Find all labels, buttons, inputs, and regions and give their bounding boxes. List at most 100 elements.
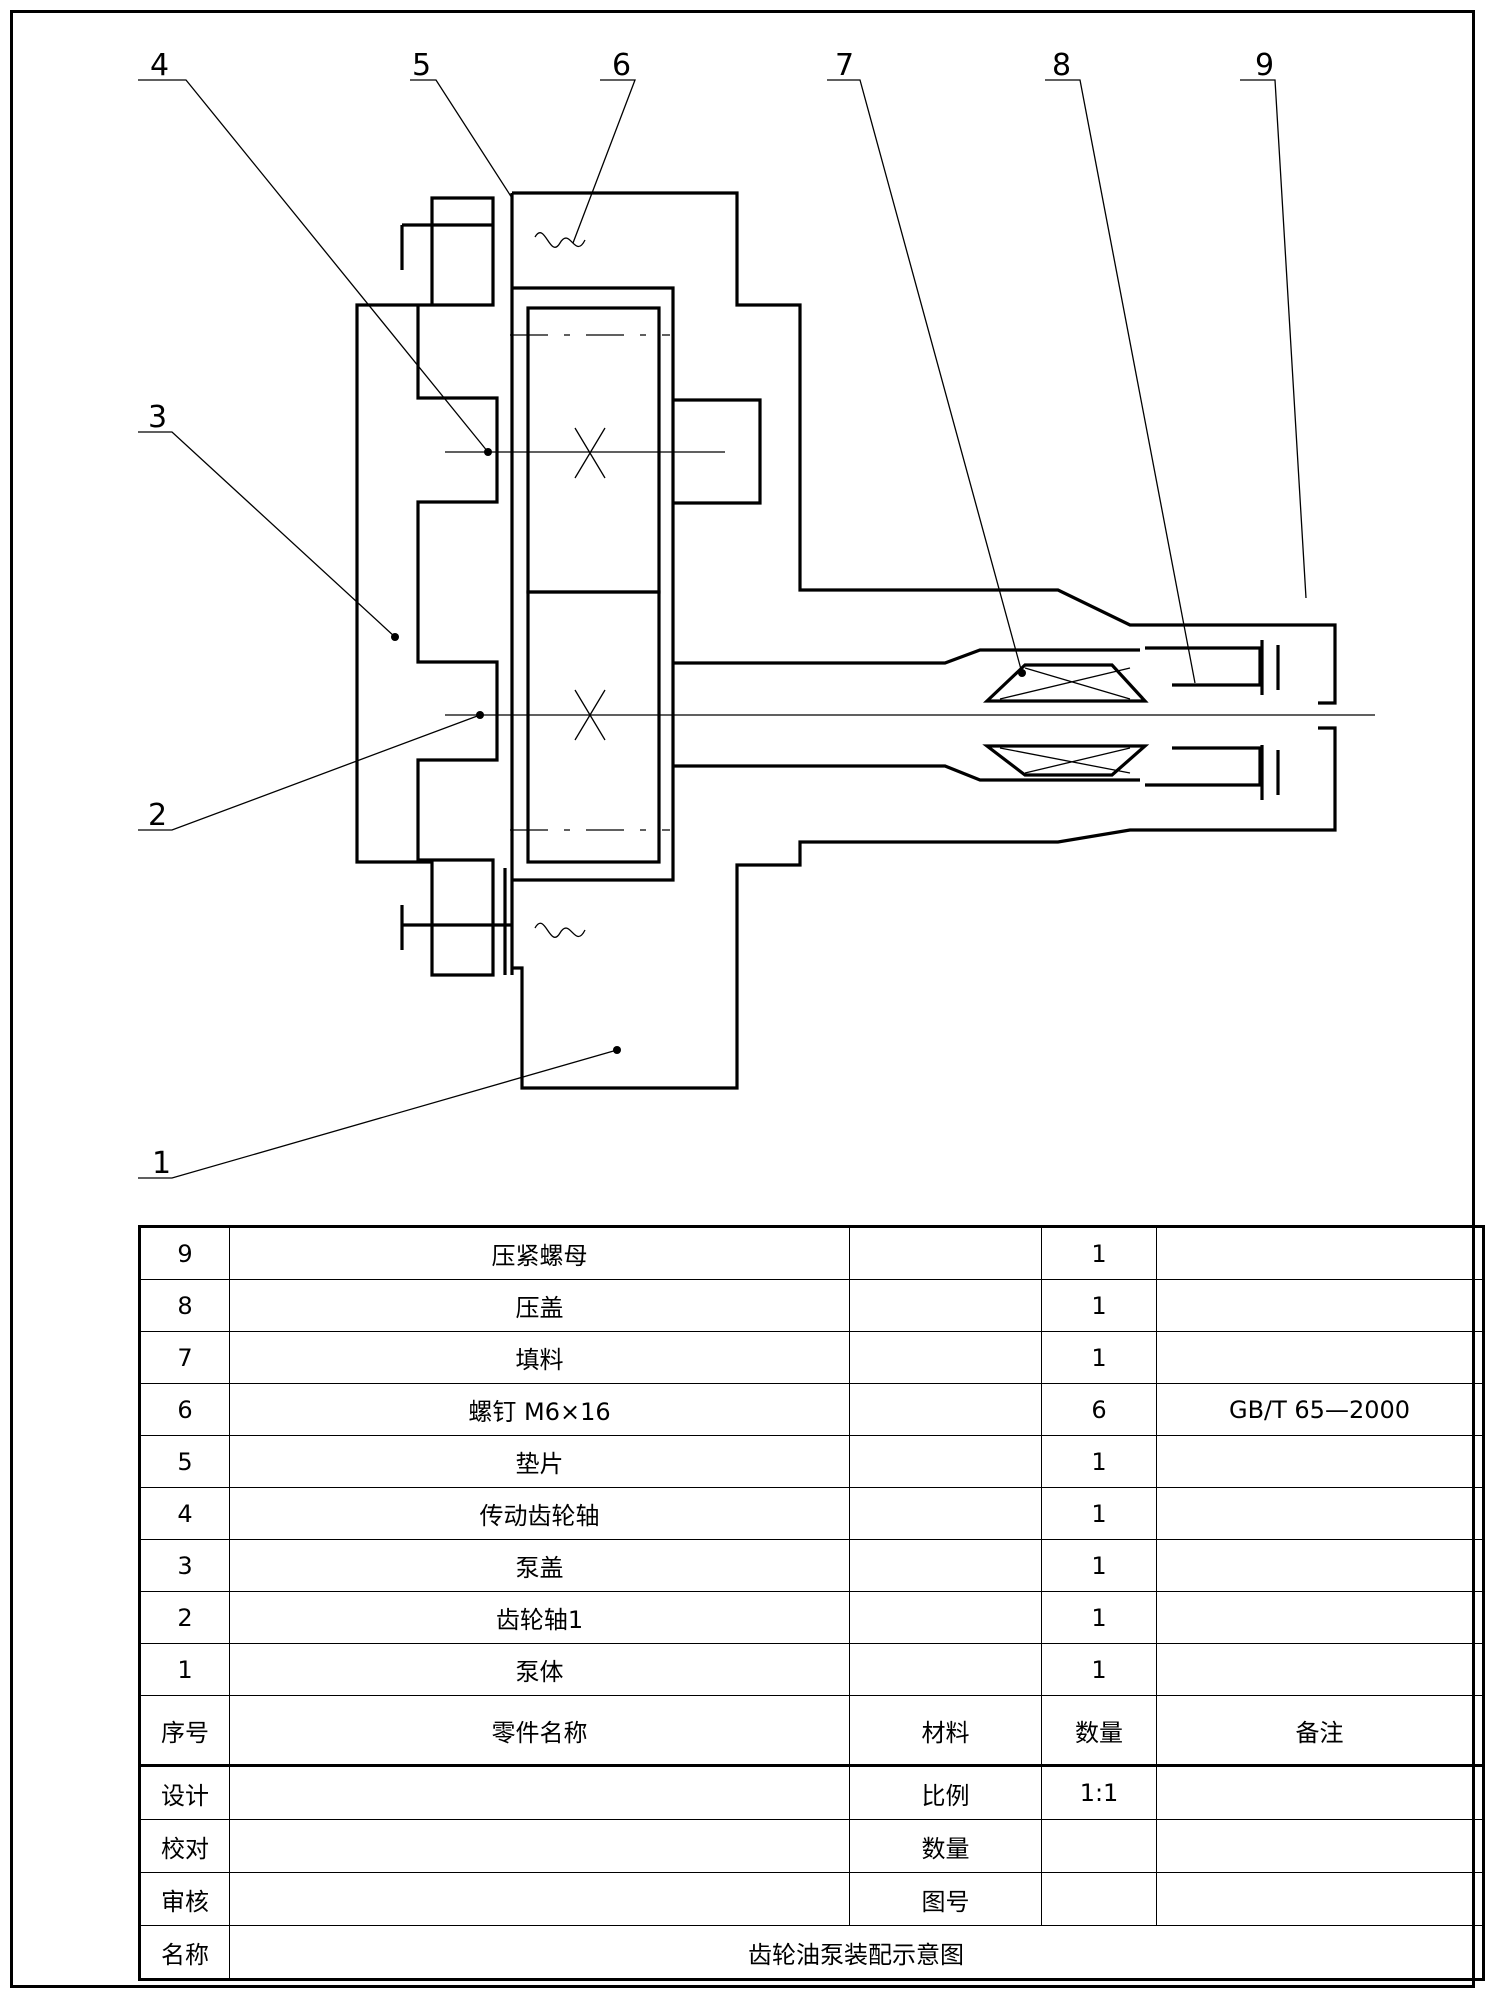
drawing-no-label: 图号 xyxy=(849,1872,1042,1926)
part-name: 螺钉 M6×16 xyxy=(229,1383,850,1436)
callout-9: 9 xyxy=(1255,48,1274,83)
part-name: 填料 xyxy=(229,1331,850,1384)
part-qty: 1 xyxy=(1041,1435,1157,1488)
part-material xyxy=(849,1383,1042,1436)
title-row-design: 设计 比例 1:1 xyxy=(139,1765,1484,1820)
check-label: 校对 xyxy=(139,1819,230,1873)
part-no: 9 xyxy=(139,1226,230,1280)
part-name: 泵盖 xyxy=(229,1539,850,1592)
part-material xyxy=(849,1435,1042,1488)
callout-2: 2 xyxy=(148,798,167,833)
part-note xyxy=(1156,1226,1484,1280)
gear-x-marks xyxy=(574,427,606,741)
pump-body-outline xyxy=(512,191,1337,1090)
header-no: 序号 xyxy=(139,1695,230,1767)
spring-lower xyxy=(534,922,586,938)
part-note: GB/T 65—2000 xyxy=(1156,1383,1484,1436)
header-note: 备注 xyxy=(1156,1695,1484,1767)
lower-shaft xyxy=(673,648,1140,782)
screw-upper xyxy=(400,223,493,270)
centerlines xyxy=(445,451,1375,716)
part-no: 2 xyxy=(139,1591,230,1644)
part-material xyxy=(849,1331,1042,1384)
drawing-name: 齿轮油泵装配示意图 xyxy=(229,1925,1484,1980)
part-name: 垫片 xyxy=(229,1435,850,1488)
part-no: 8 xyxy=(139,1279,230,1332)
part-name: 压盖 xyxy=(229,1279,850,1332)
part-note xyxy=(1156,1487,1484,1540)
part-note xyxy=(1156,1279,1484,1332)
part-no: 1 xyxy=(139,1643,230,1696)
part-qty: 1 xyxy=(1041,1643,1157,1696)
design-label: 设计 xyxy=(139,1765,230,1820)
parts-header-row: 序号 零件名称 材料 数量 备注 xyxy=(139,1695,1484,1767)
part-qty: 6 xyxy=(1041,1383,1157,1436)
part-note xyxy=(1156,1331,1484,1384)
design-value xyxy=(229,1765,850,1820)
quantity-label: 数量 xyxy=(849,1819,1042,1873)
part-qty: 1 xyxy=(1041,1331,1157,1384)
header-name: 零件名称 xyxy=(229,1695,850,1767)
drive-gear xyxy=(526,306,661,594)
leader-dots xyxy=(391,448,1026,1054)
part-no: 3 xyxy=(139,1539,230,1592)
callout-7: 7 xyxy=(835,48,854,83)
gland xyxy=(1145,640,1280,800)
part-material xyxy=(849,1539,1042,1592)
driven-gear xyxy=(526,590,661,864)
part-material xyxy=(849,1643,1042,1696)
title-row-review: 审核 图号 xyxy=(139,1872,1484,1926)
part-name: 压紧螺母 xyxy=(229,1226,850,1280)
part-name: 传动齿轮轴 xyxy=(229,1487,850,1540)
part-no: 7 xyxy=(139,1331,230,1384)
part-qty: 1 xyxy=(1041,1487,1157,1540)
part-qty: 1 xyxy=(1041,1279,1157,1332)
callout-1: 1 xyxy=(152,1146,171,1181)
callout-5: 5 xyxy=(412,48,431,83)
part-note xyxy=(1156,1435,1484,1488)
screw-lower xyxy=(400,905,512,950)
scale-value: 1:1 xyxy=(1041,1765,1157,1820)
pitch-lines xyxy=(510,334,670,831)
pump-body-cavity xyxy=(512,286,675,882)
drive-shaft-stub xyxy=(673,398,762,505)
part-name: 齿轮轴1 xyxy=(229,1591,850,1644)
drawing-frame xyxy=(10,10,1475,1988)
header-material: 材料 xyxy=(849,1695,1042,1767)
title-row-name: 名称 齿轮油泵装配示意图 xyxy=(139,1925,1484,1980)
scale-label: 比例 xyxy=(849,1765,1042,1820)
name-label: 名称 xyxy=(139,1925,230,1980)
part-qty: 1 xyxy=(1041,1539,1157,1592)
pump-cover-outline xyxy=(355,196,499,977)
part-no: 5 xyxy=(139,1435,230,1488)
part-qty: 1 xyxy=(1041,1591,1157,1644)
packing-lower xyxy=(982,744,1150,777)
part-note xyxy=(1156,1539,1484,1592)
packing-upper xyxy=(982,663,1149,703)
part-material xyxy=(849,1591,1042,1644)
packing-hatch xyxy=(999,667,1131,774)
part-material xyxy=(849,1279,1042,1332)
callout-8: 8 xyxy=(1052,48,1071,83)
part-no: 4 xyxy=(139,1487,230,1540)
review-label: 审核 xyxy=(139,1872,230,1926)
callout-3: 3 xyxy=(148,400,167,435)
callout-6: 6 xyxy=(612,48,631,83)
part-note xyxy=(1156,1591,1484,1644)
spring-upper xyxy=(534,232,586,248)
header-qty: 数量 xyxy=(1041,1695,1157,1767)
part-note xyxy=(1156,1643,1484,1696)
part-no: 6 xyxy=(139,1383,230,1436)
